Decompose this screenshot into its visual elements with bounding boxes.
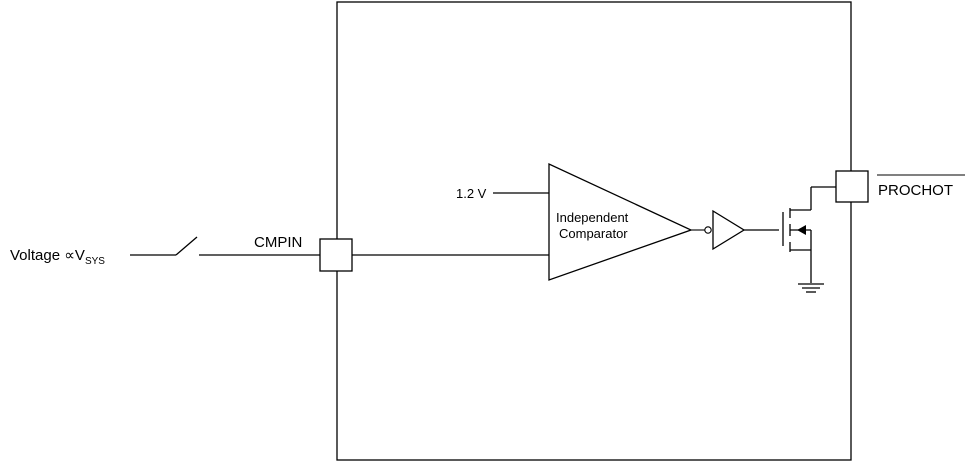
input-voltage-label: Voltage ∝VSYS	[10, 247, 105, 267]
ic-boundary	[336, 1, 852, 461]
prochot-label: PROCHOT	[878, 182, 953, 199]
cmpin-pin	[319, 238, 353, 272]
inversion-bubble	[704, 226, 712, 234]
reference-voltage-label: 1.2 V	[456, 186, 487, 201]
switch-blade	[175, 236, 198, 256]
buffer-triangle	[712, 209, 746, 251]
mosfet-body-arrow	[797, 225, 806, 235]
prochot-pin	[835, 170, 869, 203]
cmpin-label: CMPIN	[254, 234, 302, 251]
input-voltage-subscript: SYS	[85, 256, 105, 267]
mosfet-transistor	[782, 186, 836, 283]
comparator-label-line2: Comparator	[559, 226, 628, 241]
ground-symbol	[798, 283, 824, 293]
comparator-label-line1: Independent	[556, 210, 629, 225]
comparator-triangle	[548, 162, 693, 281]
input-voltage-text: Voltage ∝V	[10, 247, 85, 264]
